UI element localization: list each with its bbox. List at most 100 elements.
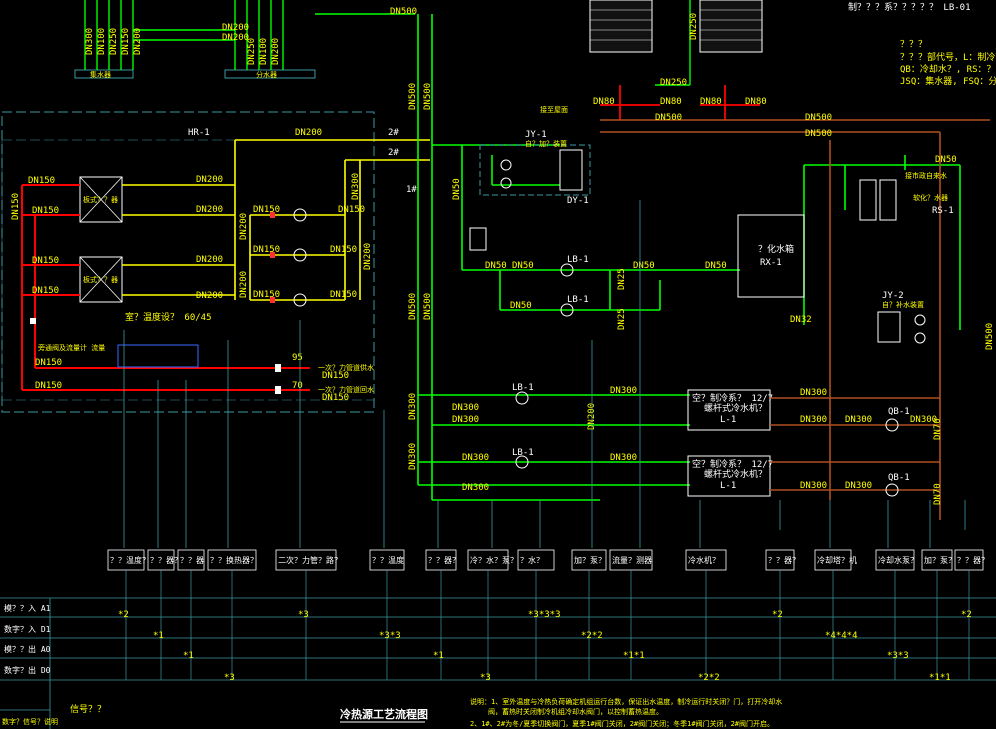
dn-label: DN200 xyxy=(196,291,223,301)
dn-label: DN50 xyxy=(485,261,507,271)
dn-label: DN150 xyxy=(322,393,349,403)
pump-label: LB-1 xyxy=(567,295,589,305)
dn-label: DN200 xyxy=(363,243,373,270)
dn-label: DN50 xyxy=(633,261,655,271)
exchanger-2-label: 板式？？器 xyxy=(83,275,118,284)
rx1-tank: ？化水箱 RX-1 xyxy=(737,214,805,298)
io-bottom-left: 数字？信号？说明 xyxy=(2,717,58,726)
io-count: *2 xyxy=(961,610,972,620)
io-header-label: 加？泵？ xyxy=(924,555,956,565)
io-header-label: 加？泵？ xyxy=(574,555,606,565)
io-header-label: 二次？力管？路？ xyxy=(278,555,342,565)
io-header-label: ？？器 xyxy=(180,556,204,565)
dn-label: DN300 xyxy=(408,443,418,470)
io-count: *2 xyxy=(118,610,129,620)
dn-label: DN300 xyxy=(462,483,489,493)
io-count: *1 xyxy=(433,651,444,661)
dn-label: DN150 xyxy=(11,193,21,220)
softener-label: 软化？水器 xyxy=(913,193,948,202)
chiller-label: L-1 xyxy=(720,415,736,425)
rs1-label: RS-1 xyxy=(932,206,954,216)
cooling-tower-2 xyxy=(699,0,763,53)
temp-note: 室？温度设？ 60/45 xyxy=(125,311,212,323)
legend-line: QB：冷却水？, RS：？水箱, RSX xyxy=(900,63,996,75)
rx1-title: ？化水箱 xyxy=(758,243,794,255)
main-trunk xyxy=(417,14,961,501)
dn-label: DN200 xyxy=(239,271,249,298)
plate-exchanger-2: 板式？？器 xyxy=(79,256,123,303)
legend-line: ？？？部代号，L：制冷？,L制冷 xyxy=(900,51,996,63)
dn-label: DN200 xyxy=(271,38,281,65)
dn-label: DN200 xyxy=(196,175,223,185)
io-count: *1*1 xyxy=(623,651,645,661)
dn-label: DN300 xyxy=(610,453,637,463)
note-line: 阀，蓄热时关闭制冷机组冷却水阀门，以控制蓄热温度。 xyxy=(488,707,663,716)
dn-label: DN250 xyxy=(247,38,257,65)
dn-label: DN300 xyxy=(452,403,479,413)
dn-label: DN150 xyxy=(32,256,59,266)
dn-label: DN150 xyxy=(32,206,59,216)
chiller-2: 空？制冷系？ 12/7 螺杆式冷水机？ L-1 xyxy=(687,455,773,497)
io-count: *2 xyxy=(772,610,783,620)
io-count: *1 xyxy=(183,651,194,661)
dn-label: DN50 xyxy=(452,178,462,200)
dn-label: DN150 xyxy=(330,290,357,300)
valve-1: 1# xyxy=(406,185,417,195)
collector-label: 集水器 xyxy=(90,70,111,79)
return-label: 一次？力管道回水 xyxy=(318,385,374,394)
dn-label: DN50 xyxy=(935,155,957,165)
dn-label: DN250 xyxy=(109,28,119,55)
dn-label: DN100 xyxy=(259,38,269,65)
dn-label: DN200 xyxy=(222,23,249,33)
rs1-softener: 接市政自来水 软化？水器 RS-1 xyxy=(859,171,954,221)
dn-label: DN70 xyxy=(933,418,943,440)
chiller-title: 空？制冷系？ 12/7 xyxy=(692,458,773,470)
dn-label: DN250 xyxy=(660,78,687,88)
dn-label: DN250 xyxy=(689,13,699,40)
signal-tag: 信号？？ xyxy=(70,703,106,715)
io-header-label: ？？器？ xyxy=(768,556,800,565)
io-count: *1 xyxy=(153,631,164,641)
io-header-label: ？？器？ xyxy=(957,556,989,565)
expansion-roof-label: 接至屋面 xyxy=(540,105,568,114)
io-header-label: 冷却水泵？ xyxy=(878,555,918,565)
hot-water-pump xyxy=(293,208,307,307)
pump-label: QB-1 xyxy=(888,407,910,417)
io-header-label: 流量？测器 xyxy=(612,555,652,565)
dn-label: DN150 xyxy=(253,205,280,215)
plate-exchanger-1: 板式？？器 xyxy=(79,176,123,223)
dn-label: DN500 xyxy=(423,83,433,110)
dn-label: DN300 xyxy=(800,481,827,491)
io-count: *3*3 xyxy=(379,631,401,641)
pump-label: QB-1 xyxy=(888,473,910,483)
dn-label: DN300 xyxy=(408,393,418,420)
dn-label: DN500 xyxy=(408,83,418,110)
divider-label: 分水器 xyxy=(256,70,277,79)
secondary-heat-piping xyxy=(122,139,430,301)
city-water-label: 接市政自来水 xyxy=(905,171,947,180)
dn-label: DN150 xyxy=(32,286,59,296)
dn-label: DN500 xyxy=(805,129,832,139)
dn-label: DN300 xyxy=(800,388,827,398)
io-row-label: 模？？入 A1 xyxy=(4,603,51,613)
dn-label: DN300 xyxy=(462,453,489,463)
dn-label: DN25 xyxy=(617,268,627,290)
note-line: 说明：1、室外温度与冷热负荷确定机组运行台数，保证出水温度，制冷运行时关闭？门，… xyxy=(470,697,782,706)
jy1-sub: 自？加？装置 xyxy=(525,139,567,148)
dn-label: DN150 xyxy=(322,371,349,381)
collector-manifold: 集水器 xyxy=(74,69,134,79)
dn-label: DN32 xyxy=(790,315,812,325)
return-temp: 70 xyxy=(292,381,303,391)
dn-label: DN150 xyxy=(253,245,280,255)
dn-label: DN70 xyxy=(933,483,943,505)
dn-label: DN150 xyxy=(121,28,131,55)
dn-label: DN50 xyxy=(705,261,727,271)
dn-label: DN200 xyxy=(239,213,249,240)
hr1-title: HR-1 xyxy=(188,128,210,138)
dn-label: DN300 xyxy=(610,386,637,396)
primary-heat-piping xyxy=(21,184,310,391)
legend-line: JSQ：集水器, FSQ：分水器, HR：？？ xyxy=(900,75,996,87)
io-header-label: ？？器？ xyxy=(150,556,182,565)
dn-label: DN500 xyxy=(805,113,832,123)
